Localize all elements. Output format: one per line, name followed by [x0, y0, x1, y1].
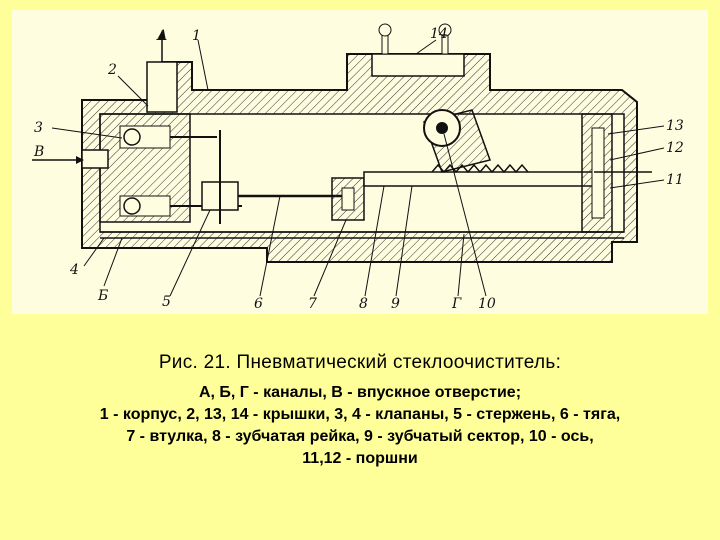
leader-lines — [51, 39, 665, 297]
label-1: 1 — [192, 28, 201, 44]
label-11: 11 — [666, 172, 684, 188]
label-7: 7 — [308, 296, 317, 312]
label-G: Г — [451, 296, 462, 312]
label-6: 6 — [254, 296, 263, 312]
label-13: 13 — [666, 118, 684, 134]
stem-5 — [201, 130, 239, 224]
caption-line-3: 7 - втулка, 8 - зубчатая рейка, 9 - зубч… — [126, 428, 594, 445]
wiper-cross-section: А 1 2 3 В 4 Б 5 6 7 8 9 Г 10 13 12 11 14 — [32, 23, 684, 312]
label-2: 2 — [107, 62, 117, 78]
caption-line-2: 1 - корпус, 2, 13, 14 - крышки, 3, 4 - к… — [99, 406, 621, 423]
inlet-arrow — [32, 156, 84, 164]
sector-9 — [423, 109, 491, 173]
cover-2 — [146, 30, 178, 113]
label-B: Б — [97, 288, 108, 304]
channel-b — [100, 231, 624, 239]
valve-block — [81, 113, 242, 223]
pistons-11-12 — [581, 113, 652, 233]
label-10: 10 — [478, 296, 496, 312]
label-4: 4 — [69, 262, 79, 278]
label-9: 9 — [391, 296, 400, 312]
label-3: 3 — [34, 120, 43, 136]
bushing-7 — [331, 177, 365, 221]
cover-14 — [371, 23, 465, 77]
caption-title: Рис. 21. Пневматический стеклоочиститель… — [158, 352, 562, 373]
label-12: 12 — [666, 140, 684, 156]
label-5: 5 — [162, 294, 171, 310]
label-14: 14 — [430, 26, 448, 42]
figure-caption: Рис. 21. Пневматический стеклоочиститель… — [0, 352, 720, 470]
technical-drawing: А 1 2 3 В 4 Б 5 6 7 8 9 Г 10 13 12 11 14 — [12, 10, 708, 314]
label-8: 8 — [359, 296, 368, 312]
caption-line-4: 11,12 - поршни — [302, 450, 418, 467]
label-A: А — [156, 28, 168, 44]
label-V: В — [33, 144, 44, 160]
caption-line-1: А, Б, Г - каналы, В - впускное отверстие… — [198, 384, 522, 401]
